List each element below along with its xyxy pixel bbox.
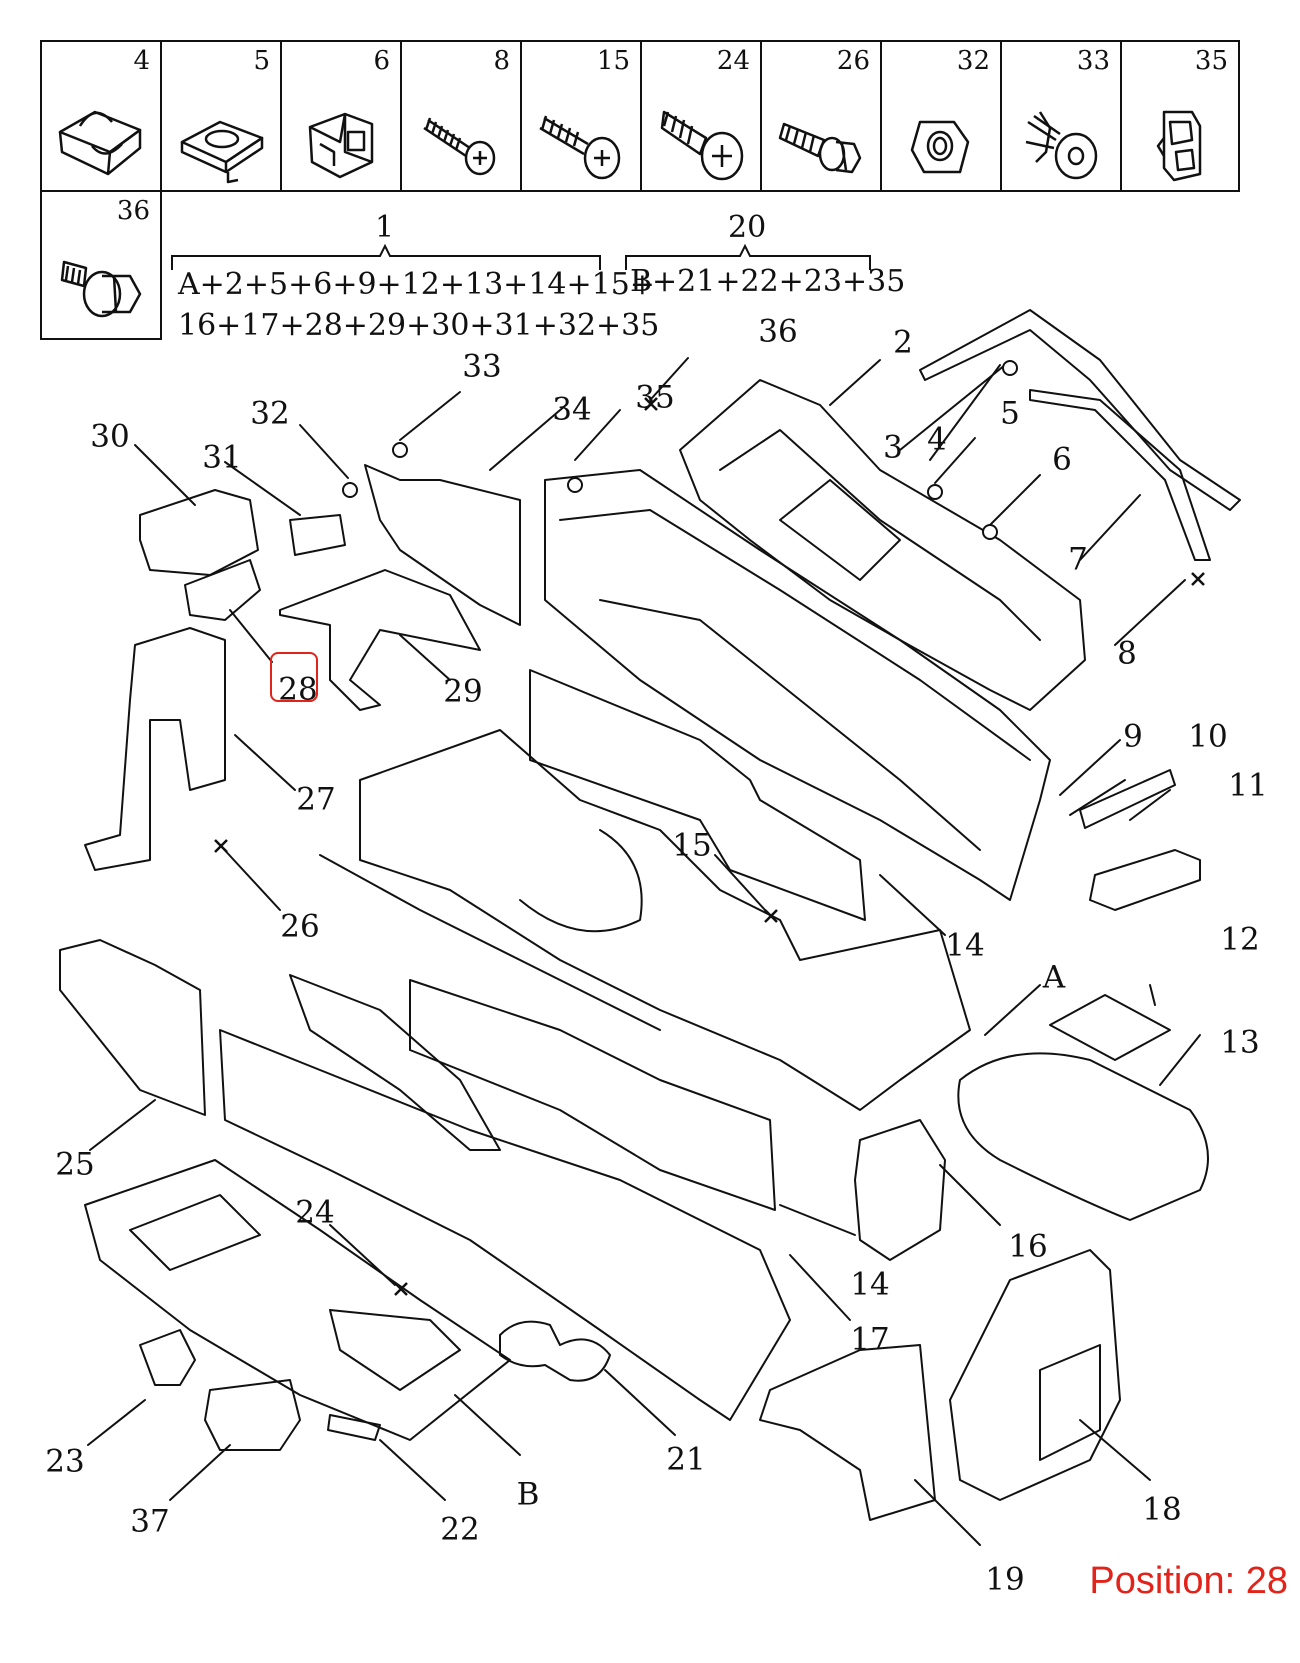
fastener-number: 24 (716, 46, 750, 76)
callout-22[interactable]: 22 (440, 1511, 480, 1548)
kit-1-line1: A+2+5+6+9+12+13+14+15+ (178, 267, 655, 302)
fastener-cell-5[interactable]: 5 (160, 40, 282, 192)
callout-35[interactable]: 35 (635, 379, 675, 416)
kit-20-number: 20 (728, 210, 767, 245)
callout-A[interactable]: A (1042, 959, 1066, 996)
fastener-cell-33[interactable]: 33 (1000, 40, 1122, 192)
callout-3[interactable]: 3 (883, 429, 903, 466)
fastener-number: 36 (116, 196, 150, 226)
screw-icon (660, 110, 744, 181)
flange-bolt-icon (60, 260, 142, 318)
fastener-number: 35 (1194, 46, 1228, 76)
clip-icon (58, 110, 142, 176)
fastener-number: 5 (253, 46, 270, 76)
callout-33[interactable]: 33 (462, 348, 502, 385)
callout-6[interactable]: 6 (1052, 441, 1072, 478)
fastener-number: 4 (133, 46, 150, 76)
kit-1-line2: 16+17+28+29+30+31+32+35 (178, 307, 660, 343)
callout-24[interactable]: 24 (295, 1194, 335, 1231)
kit-1-contents: A+2+5+6+9+12+13+14+15+ 16+17+28+29+30+31… (178, 265, 659, 346)
fastener-cell-8[interactable]: 8 (400, 40, 522, 192)
highlight-box (270, 652, 318, 702)
callout-14-upper[interactable]: 14 (945, 927, 985, 964)
callout-5[interactable]: 5 (1000, 395, 1020, 432)
fastener-number: 6 (373, 46, 390, 76)
callout-4[interactable]: 4 (927, 421, 947, 458)
callout-23[interactable]: 23 (45, 1443, 85, 1480)
fastener-number: 32 (956, 46, 990, 76)
screw-icon (539, 115, 621, 180)
callout-14-lower[interactable]: 14 (850, 1266, 890, 1303)
callout-17[interactable]: 17 (850, 1321, 890, 1358)
kit-20-contents: B+21+22+23+35 (630, 262, 905, 303)
fastener-cell-32[interactable]: 32 (880, 40, 1002, 192)
bolt-icon (778, 122, 862, 174)
retainer-clip-icon (308, 112, 374, 179)
fastener-cell-35[interactable]: 35 (1120, 40, 1240, 192)
position-label: Position: 28 (1089, 1560, 1288, 1602)
callout-19[interactable]: 19 (985, 1561, 1025, 1598)
callout-B[interactable]: B (516, 1476, 540, 1513)
push-rivet-icon (1025, 111, 1098, 180)
callout-2[interactable]: 2 (893, 324, 913, 361)
fastener-cell-6[interactable]: 6 (280, 40, 402, 192)
callout-32[interactable]: 32 (250, 395, 290, 432)
callout-21[interactable]: 21 (666, 1441, 706, 1478)
callout-13[interactable]: 13 (1220, 1024, 1260, 1061)
callout-10[interactable]: 10 (1188, 718, 1228, 755)
callout-26[interactable]: 26 (280, 908, 320, 945)
callout-16[interactable]: 16 (1008, 1228, 1048, 1265)
fastener-table: 4 5 (40, 40, 1240, 360)
kit-1-number: 1 (375, 210, 395, 245)
callout-18[interactable]: 18 (1142, 1491, 1182, 1528)
callout-36[interactable]: 36 (758, 313, 798, 350)
callout-27[interactable]: 27 (296, 781, 336, 818)
kit-20-line1: B+21+22+23+35 (630, 264, 906, 299)
speed-nut-icon (180, 120, 264, 184)
callout-11[interactable]: 11 (1228, 767, 1268, 804)
callout-29[interactable]: 29 (443, 673, 483, 710)
callout-37[interactable]: 37 (130, 1503, 170, 1540)
screw-icon (423, 117, 496, 176)
callout-30[interactable]: 30 (90, 418, 130, 455)
callout-34[interactable]: 34 (552, 391, 592, 428)
fastener-cell-26[interactable]: 26 (760, 40, 882, 192)
plastic-clip-icon (1156, 110, 1202, 182)
fastener-cell-4[interactable]: 4 (40, 40, 162, 192)
fastener-number: 26 (836, 46, 870, 76)
fastener-number: 33 (1076, 46, 1110, 76)
callout-7[interactable]: 7 (1068, 541, 1088, 578)
callout-31[interactable]: 31 (202, 439, 242, 476)
fastener-number: 8 (493, 46, 510, 76)
callout-9[interactable]: 9 (1123, 718, 1143, 755)
callout-25[interactable]: 25 (55, 1146, 95, 1183)
fastener-cell-36[interactable]: 36 (40, 190, 162, 340)
callout-8[interactable]: 8 (1117, 635, 1137, 672)
fastener-number: 15 (596, 46, 630, 76)
callout-15[interactable]: 15 (672, 827, 712, 864)
square-nut-icon (910, 120, 970, 174)
callout-12[interactable]: 12 (1220, 921, 1260, 958)
